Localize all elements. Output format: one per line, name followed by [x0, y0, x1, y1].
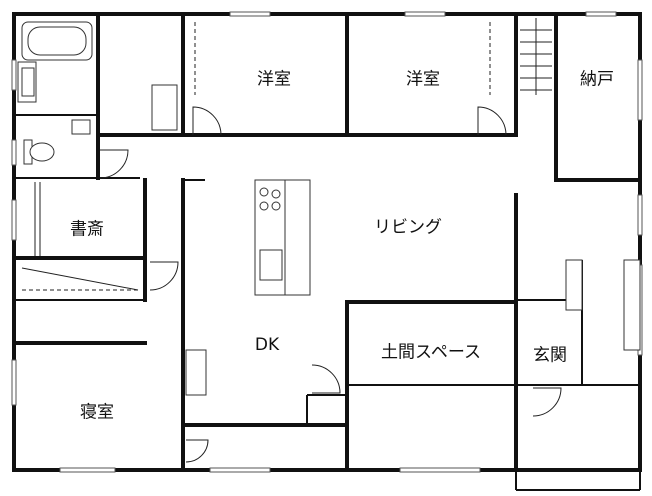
- interior-walls: [12, 12, 642, 491]
- windows: [11, 11, 643, 473]
- room-label-living: リビング: [374, 217, 442, 238]
- fixtures: [17, 18, 641, 396]
- room-label-study: 書斎: [70, 219, 104, 240]
- room-label-western-1: 洋室: [257, 69, 291, 90]
- doors: [99, 106, 562, 463]
- room-label-entrance: 玄関: [533, 345, 567, 366]
- room-label-dk: DK: [254, 335, 280, 355]
- room-label-bedroom: 寝室: [80, 402, 114, 423]
- room-label-western-2: 洋室: [406, 69, 440, 90]
- room-label-storage: 納戸: [580, 69, 614, 90]
- room-label-earthen-space: 土間スペース: [381, 342, 481, 363]
